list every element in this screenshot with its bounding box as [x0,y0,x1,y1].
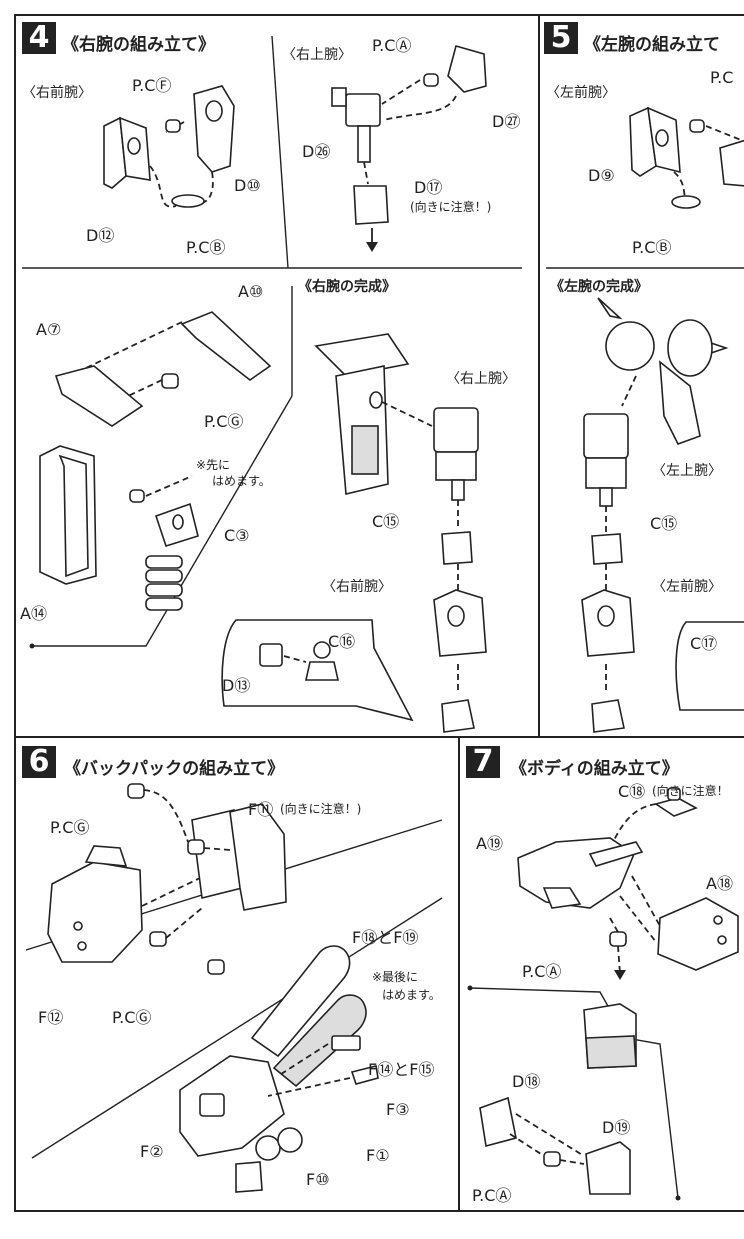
part-label: A⑩ [238,282,264,301]
part-label: D⑰ [414,178,443,197]
forearm-subheading: 〈右前腕〉 [22,85,92,101]
orientation-note: (向きに注意！ [652,784,729,798]
part-label: F① [366,1146,390,1165]
step7-panel: 7 《ボディの組み立て》 C⑱ (向きに注意！ A⑲ A⑱ P.CⒶ D⑱ D⑲… [458,736,744,1212]
assembly-note: ※先に [196,458,231,472]
step4-panel: 4 《右腕の組み立て》 〈右前腕〉 〈右上腕〉 P.CⒻ D⑩ D⑫ P.CⒷ … [14,14,540,738]
step-number: 6 [22,746,56,778]
part-label: F⑭とF⑮ [368,1060,435,1079]
assembly-note: はめます。 [212,474,271,488]
step-title: 《ボディの組み立て》 [510,759,679,779]
part-label: D㉗ [492,112,521,131]
complete-title: 《左腕の完成》 [550,279,648,295]
part-label: P.CⒼ [112,1008,152,1027]
part-label: P.CⒼ [50,818,90,837]
part-label: D⑲ [602,1118,631,1137]
part-label: C⑯ [328,632,356,651]
step-title: 《バックパックの組み立て》 [64,759,285,779]
part-label: P.CⒶ [472,1186,512,1205]
step-title: 《右腕の組み立て》 [62,35,215,55]
part-label: C⑮ [372,512,400,531]
part-label: D㉖ [302,142,331,161]
orientation-note: (向きに注意！) [280,802,362,816]
step5-panel: 5 《左腕の組み立て 〈左前腕〉 P.C D⑨ P.CⒷ 《左腕の完成》 〈左上… [538,14,744,738]
orientation-note: (向きに注意！) [410,200,492,214]
step-number: 7 [466,746,500,778]
part-label: D⑨ [588,166,615,185]
part-label: P.CⒼ [204,412,244,431]
part-label: F② [140,1142,164,1161]
step-number: 5 [544,22,578,54]
assembly-note: はめます。 [382,988,441,1002]
step6-panel: 6 《バックパックの組み立て》 F⑪ (向きに注意！) P.CⒼ F⑫ P.CⒼ… [14,736,460,1212]
part-label: C③ [224,526,250,545]
upperarm-callout: 〈右上腕〉 [446,371,516,387]
assembly-note: ※最後に [372,970,419,984]
forearm-callout: 〈左前腕〉 [652,579,722,595]
step5-illustration [546,106,744,733]
part-label: F⑫ [38,1008,64,1027]
part-label: P.CⒶ [522,962,562,981]
part-label: C⑰ [690,634,718,653]
complete-title: 《右腕の完成》 [298,279,396,295]
part-label: C⑮ [650,514,678,533]
part-label: F⑱とF⑲ [352,928,419,947]
part-label: A⑭ [20,604,47,623]
part-label: P.CⒷ [632,238,672,257]
part-label: F⑩ [306,1170,330,1189]
part-label: P.CⒶ [372,36,412,55]
step7-illustration [467,787,739,1201]
part-label: F⑪ [248,800,274,819]
forearm-subheading: 〈左前腕〉 [546,85,616,101]
step-title: 《左腕の組み立て [584,35,720,55]
part-label: D⑩ [234,176,261,195]
part-label: P.CⒷ [186,238,226,257]
part-label: A⑱ [706,874,733,893]
step4-illustration [22,35,522,733]
part-label: D⑫ [86,226,115,245]
forearm-callout: 〈右前腕〉 [322,579,392,595]
part-label: D⑱ [512,1072,541,1091]
part-label: C⑱ [618,782,646,801]
part-label: A⑲ [476,834,503,853]
part-label: D⑬ [222,676,251,695]
upperarm-subheading: 〈右上腕〉 [282,47,352,63]
part-label: P.C [710,68,734,87]
upperarm-callout: 〈左上腕〉 [652,463,722,479]
part-label: F③ [386,1100,410,1119]
part-label: P.CⒻ [132,76,172,95]
step6-illustration [25,783,443,1193]
part-label: A⑦ [36,320,62,339]
step-number: 4 [22,22,56,54]
